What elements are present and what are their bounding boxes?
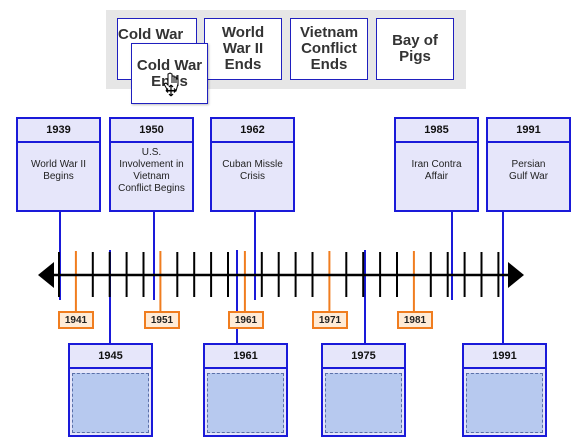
tick-label-1941: 1941 [58, 311, 94, 329]
drop-zone[interactable] [325, 373, 402, 433]
event-card-1939: 1939 World War II Begins [16, 117, 101, 212]
drop-target-1945[interactable]: 1945 [68, 343, 153, 437]
drop-target-1991[interactable]: 1991 [462, 343, 547, 437]
choice-card-label: World War II Ends [221, 24, 265, 73]
choice-card-label: Bay of Pigs [392, 32, 438, 65]
drop-zone[interactable] [466, 373, 543, 433]
dragging-card-label: Cold War Ends [136, 56, 203, 89]
event-card-year: 1939 [18, 119, 99, 143]
choice-card-vietnam-conflict-ends[interactable]: Vietnam Conflict Ends [290, 18, 368, 80]
event-card-year: 1991 [488, 119, 569, 143]
event-card-text: Cuban Missle Crisis [222, 159, 283, 182]
event-card-text: Iran Contra Affair [411, 159, 462, 182]
drop-target-1975[interactable]: 1975 [321, 343, 406, 437]
major-ticks [74, 251, 415, 312]
event-card-1962: 1962 Cuban Missle Crisis [210, 117, 295, 212]
choice-card-label: Vietnam Conflict Ends [299, 24, 359, 73]
drop-zone[interactable] [72, 373, 149, 433]
timeline-left-arrow-icon [38, 262, 54, 288]
tick-label-1951: 1951 [144, 311, 180, 329]
drop-target-year: 1945 [70, 345, 151, 369]
event-card-year: 1950 [111, 119, 192, 143]
drop-target-year: 1991 [464, 345, 545, 369]
event-card-text: U.S. Involvement in Vietnam Conflict Beg… [118, 147, 185, 194]
tick-label-1981: 1981 [397, 311, 433, 329]
timeline-right-arrow-icon [508, 262, 524, 288]
drop-target-year: 1961 [205, 345, 286, 369]
choice-card-bay-of-pigs[interactable]: Bay of Pigs [376, 18, 454, 80]
event-card-text: Persian Gulf War [508, 159, 549, 182]
event-card-year: 1962 [212, 119, 293, 143]
event-card-year: 1985 [396, 119, 477, 143]
choice-card-world-war-ii-ends[interactable]: World War II Ends [204, 18, 282, 80]
drop-target-1961[interactable]: 1961 [203, 343, 288, 437]
drop-target-year: 1975 [323, 345, 404, 369]
event-card-text: World War II Begins [30, 159, 86, 182]
drop-zone[interactable] [207, 373, 284, 433]
event-card-1991: 1991 Persian Gulf War [486, 117, 571, 212]
move-cursor-icon [163, 72, 179, 97]
event-card-1985: 1985 Iran Contra Affair [394, 117, 479, 212]
tick-label-1961: 1961 [228, 311, 264, 329]
tick-label-1971: 1971 [312, 311, 348, 329]
choice-card-label: Cold War [118, 26, 184, 43]
event-card-1950: 1950 U.S. Involvement in Vietnam Conflic… [109, 117, 194, 212]
